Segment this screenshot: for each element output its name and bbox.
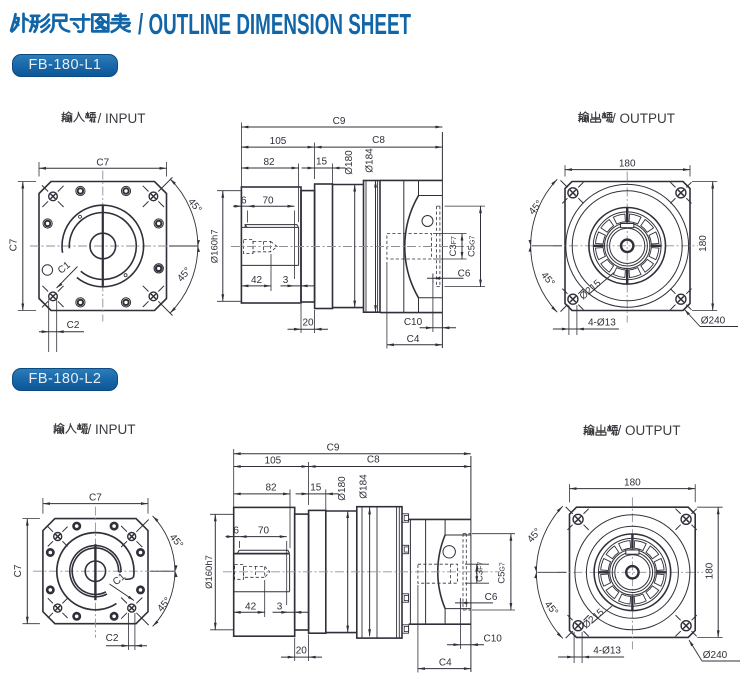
svg-text:105: 105 — [265, 455, 282, 466]
svg-text:Ø160h7: Ø160h7 — [204, 555, 215, 589]
svg-text:82: 82 — [263, 157, 275, 168]
svg-text:Ø240: Ø240 — [703, 650, 728, 661]
svg-text:Ø184: Ø184 — [365, 148, 376, 173]
svg-text:C4: C4 — [407, 334, 420, 345]
svg-text:4-Ø13: 4-Ø13 — [588, 318, 616, 329]
svg-text:C7: C7 — [96, 157, 109, 168]
svg-text:20: 20 — [302, 318, 314, 329]
svg-text:C7: C7 — [9, 238, 20, 251]
svg-text:C10: C10 — [484, 634, 503, 645]
svg-text:6: 6 — [241, 195, 247, 206]
svg-text:/ OUTPUT: / OUTPUT — [612, 111, 675, 126]
svg-text:3: 3 — [283, 275, 289, 286]
svg-text:Ø180: Ø180 — [344, 150, 355, 175]
svg-text:/ OUTPUT: / OUTPUT — [618, 423, 681, 438]
svg-text:C2: C2 — [67, 320, 80, 331]
svg-text:C10: C10 — [404, 317, 423, 328]
svg-text:C6: C6 — [458, 269, 471, 280]
svg-text:70: 70 — [258, 526, 270, 537]
svg-text:Ø240: Ø240 — [701, 316, 726, 327]
svg-text:4-Ø13: 4-Ø13 — [593, 646, 621, 657]
svg-text:Ø180: Ø180 — [337, 476, 348, 501]
svg-text:42: 42 — [251, 275, 263, 286]
svg-text:C8: C8 — [367, 455, 380, 466]
svg-text:Ø184: Ø184 — [359, 474, 370, 499]
svg-text:C7: C7 — [89, 493, 102, 504]
svg-text:180: 180 — [705, 562, 716, 579]
svg-text:42: 42 — [245, 601, 257, 612]
svg-text:6: 6 — [233, 526, 239, 537]
svg-text:C9: C9 — [333, 116, 346, 127]
svg-text:/ INPUT: / INPUT — [98, 111, 146, 126]
svg-text:180: 180 — [698, 235, 709, 252]
svg-text:C4: C4 — [439, 658, 452, 669]
svg-text:C7: C7 — [13, 564, 24, 577]
svg-text:C8: C8 — [372, 135, 385, 146]
svg-text:82: 82 — [265, 483, 277, 494]
svg-text:20: 20 — [296, 646, 308, 657]
svg-text:3: 3 — [277, 601, 283, 612]
svg-text:Ø160h7: Ø160h7 — [210, 229, 221, 263]
svg-text:C6: C6 — [485, 592, 498, 603]
svg-text:180: 180 — [624, 478, 641, 489]
svg-text:C2: C2 — [106, 633, 119, 644]
svg-text:180: 180 — [619, 159, 636, 170]
svg-text:15: 15 — [316, 157, 328, 168]
svg-text:C9: C9 — [327, 443, 340, 454]
svg-text:15: 15 — [310, 482, 322, 493]
svg-text:/ INPUT: / INPUT — [88, 422, 136, 437]
svg-text:/ OUTLINE DIMENSION SHEET: / OUTLINE DIMENSION SHEET — [138, 9, 411, 41]
svg-text:70: 70 — [262, 195, 274, 206]
svg-text:105: 105 — [270, 136, 287, 147]
